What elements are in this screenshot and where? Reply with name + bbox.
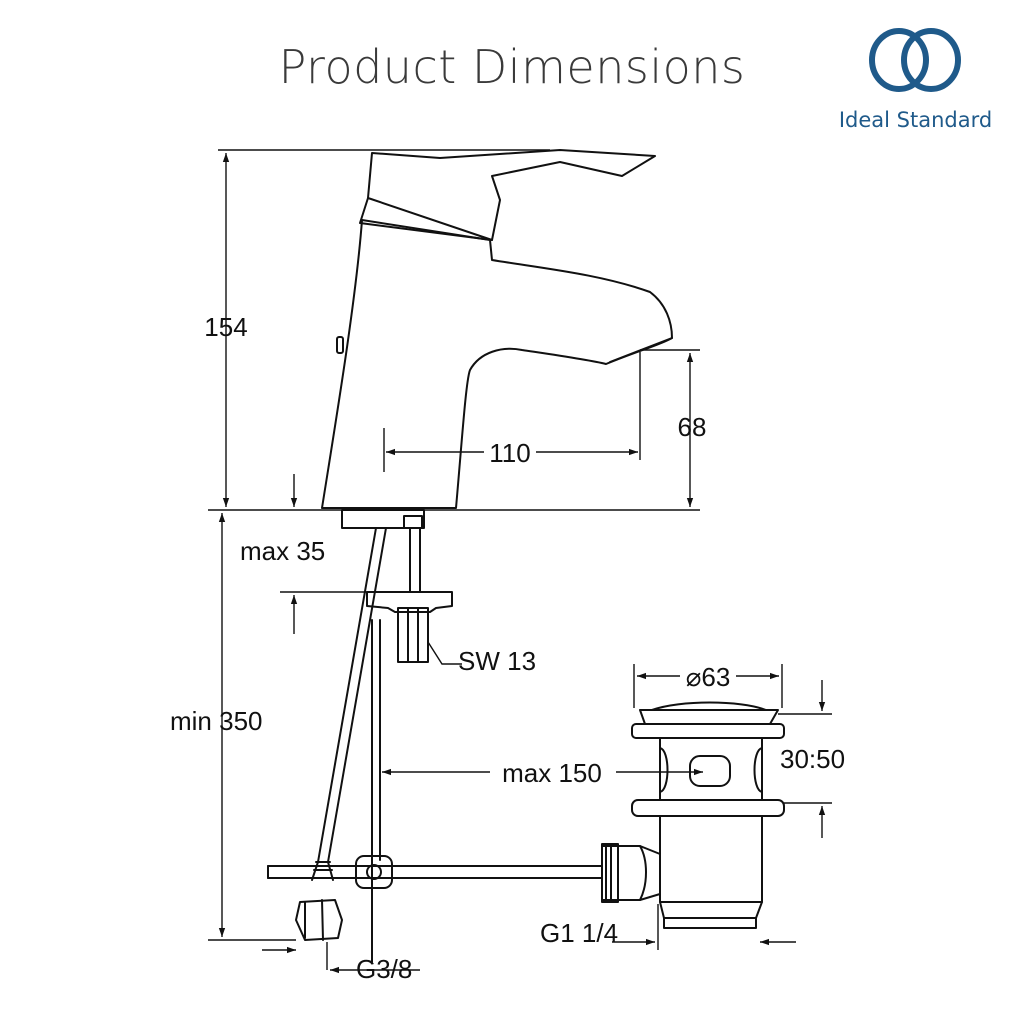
faucet-body	[267, 149, 673, 963]
brand-logo: Ideal Standard	[818, 26, 1013, 136]
dim-label-min-350: min 350	[170, 706, 263, 736]
dim-label-max-150: max 150	[502, 758, 602, 788]
dim-label-g1-1-4: G1 1/4	[540, 918, 618, 948]
brand-name: Ideal Standard	[838, 108, 993, 132]
dimension-lines	[208, 149, 832, 974]
dim-label-sw-13: SW 13	[458, 646, 536, 676]
dim-label-154: 154	[204, 312, 247, 342]
page-title: Product Dimensions	[278, 40, 746, 94]
dim-label-max-35: max 35	[240, 536, 325, 566]
interlocking-rings-icon	[869, 28, 961, 92]
dim-label-30-50: 30:50	[780, 744, 845, 774]
dim-label-68: 68	[678, 412, 707, 442]
drain-assembly	[601, 701, 785, 929]
dim-label-dia-63: ⌀63	[686, 662, 731, 692]
dim-label-g3-8: G3/8	[356, 954, 412, 984]
dim-label-110: 110	[489, 438, 530, 468]
